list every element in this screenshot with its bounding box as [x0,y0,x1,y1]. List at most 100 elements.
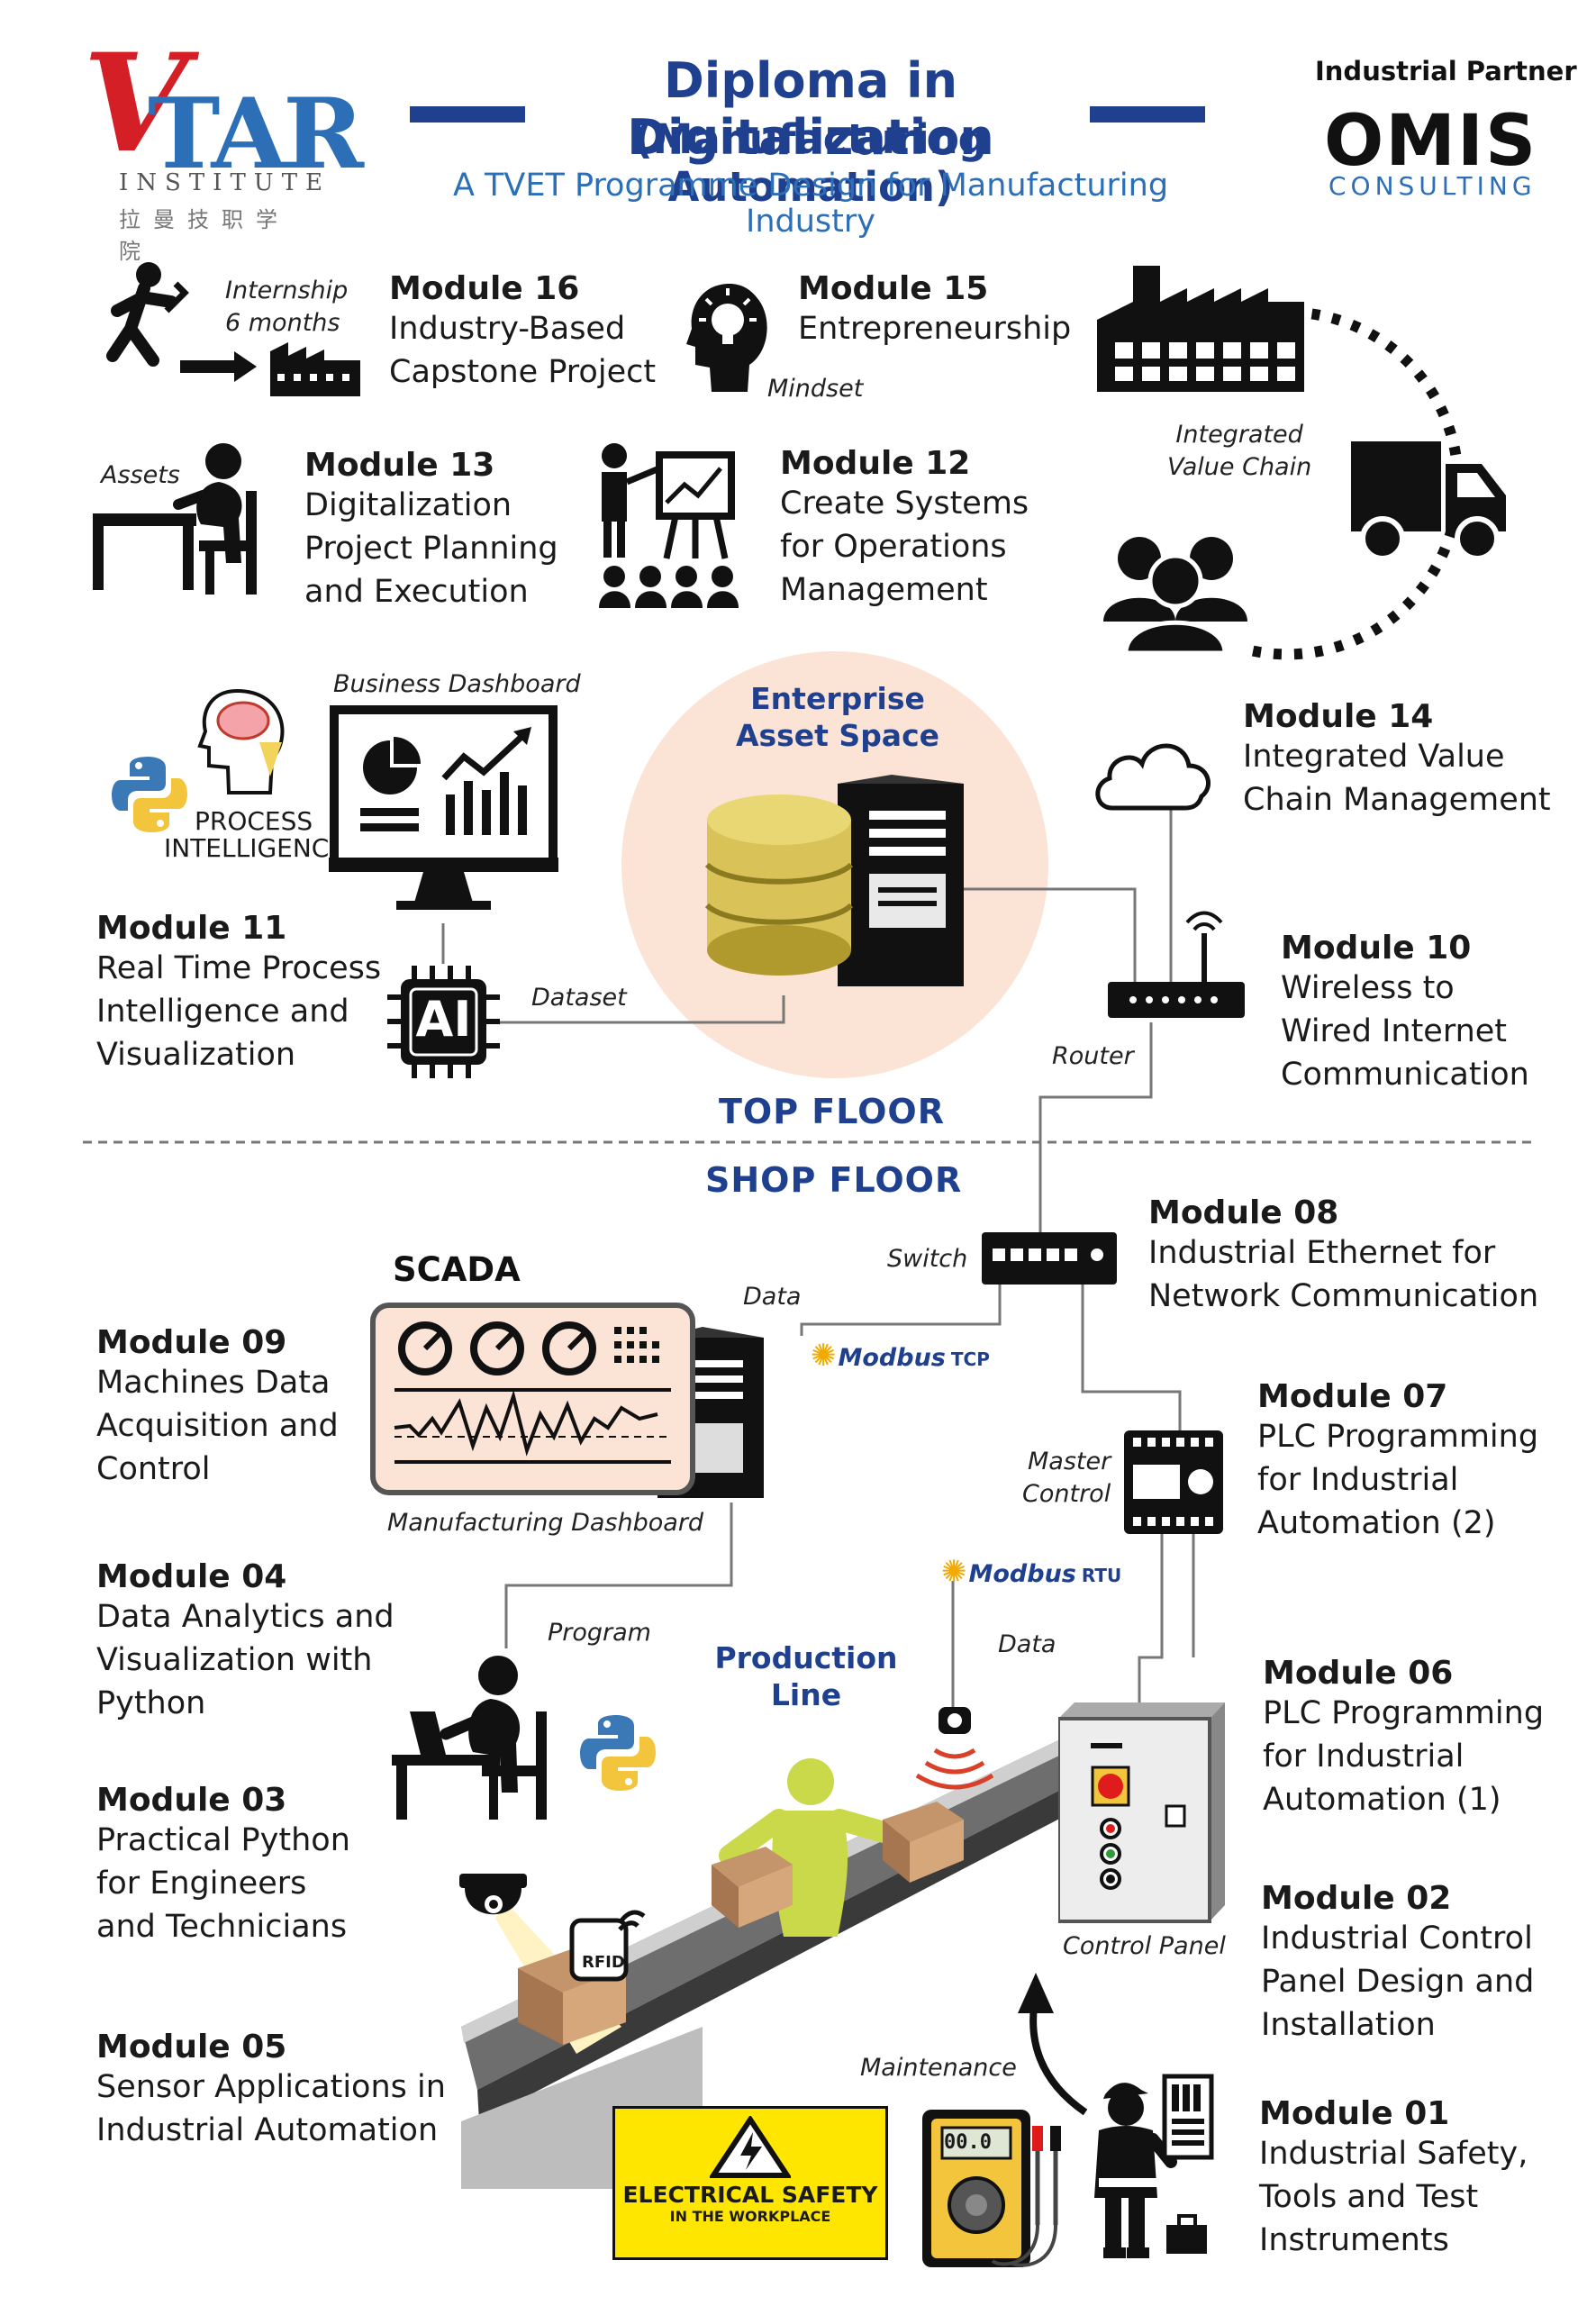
module-10-line-1: Wireless to [1281,970,1455,1007]
value-chain-label: Integrated Value Chain [1167,421,1312,481]
mindset-label: Mindset [767,375,864,403]
module-15-title: Module 15 [798,270,989,307]
module-01-line-3: Instruments [1259,2222,1449,2259]
internship-label: Internship 6 months [225,277,349,337]
value-chain-arc [1144,306,1464,660]
presenter-audience-icon [599,443,739,608]
security-camera-icon [459,1874,527,1915]
factory-icon [1097,266,1304,392]
ai-chip-icon [387,966,500,1078]
module-02-title: Module 02 [1261,1880,1452,1917]
module-11-line-1: Real Time Process [96,950,382,987]
module-09: Module 09 Machines Data Acquisition and … [96,1324,339,1491]
worker-boxes-icon [712,1758,964,1937]
logo-v: V [83,24,188,183]
module-07: Module 07 PLC Programming for Industrial… [1257,1378,1538,1545]
partner-label: Industrial Partner [1315,56,1577,86]
module-10: Module 10 Wireless to Wired Internet Com… [1281,930,1529,1096]
module-02: Module 02 Industrial Control Panel Desig… [1261,1880,1534,2047]
small-factory-icon [270,342,360,396]
python-logo-icon [112,757,187,832]
module-01-title: Module 01 [1259,2095,1450,2132]
module-08-line-1: Industrial Ethernet for [1148,1235,1496,1272]
module-02-line-1: Industrial Control [1261,1920,1533,1957]
maintenance-label: Maintenance [860,2054,1017,2082]
ai-chip-label: AI [415,991,472,1048]
module-16: Module 16 Industry-Based Capstone Projec… [389,270,656,394]
network-switch-icon [982,1232,1117,1285]
module-16-line-2: Capstone Project [389,354,657,391]
module-05-line-1: Sensor Applications in [96,2069,446,2106]
connector-lines [441,793,1195,1711]
module-13-title: Module 13 [304,447,495,484]
scada-label: SCADA [393,1250,521,1289]
rfid-label: RFID [582,1953,625,1972]
module-12: Module 12 Create Systems for Operations … [780,445,1029,612]
module-15: Module 15 Entrepreneurship [798,270,1071,350]
module-13-line-3: and Execution [304,574,529,611]
programmer-desk-icon [392,1656,547,1820]
module-12-line-2: for Operations [780,529,1007,566]
module-03-line-3: and Technicians [96,1909,348,1946]
scada-panel-icon [370,1303,764,1498]
electrical-safety-sign: ELECTRICAL SAFETY IN THE WORKPLACE [612,2106,888,2260]
module-16-title: Module 16 [389,270,580,307]
module-03-line-1: Practical Python [96,1822,350,1859]
module-14: Module 14 Integrated Value Chain Managem… [1243,698,1551,822]
module-06: Module 06 PLC Programming for Industrial… [1263,1655,1544,1821]
program-label: Program [548,1619,651,1647]
module-10-line-3: Communication [1281,1057,1529,1094]
truck-icon [1351,441,1506,561]
page-title: Diploma in Digitalization [627,52,994,166]
header-bar-right [1090,106,1205,123]
module-03-line-2: for Engineers [96,1866,307,1902]
module-01: Module 01 Industrial Safety, Tools and T… [1259,2095,1528,2262]
people-group-icon [1103,537,1247,653]
module-06-title: Module 06 [1263,1655,1454,1692]
module-08-title: Module 08 [1148,1194,1339,1231]
module-03-title: Module 03 [96,1782,287,1819]
module-13-line-1: Digitalization [304,487,512,524]
python-logo-icon-2 [580,1715,656,1791]
page-subtitle: (Manufacturing Automation) [634,115,987,211]
modbus-rtu-star-icon: ✺ [941,1554,967,1590]
module-11-title: Module 11 [96,910,287,947]
router-icon [1108,911,1245,1018]
process-intelligence-label: PROCESS INTELLIGENCE [164,806,346,863]
brain-head-icon [197,688,285,794]
switch-label: Switch [887,1245,968,1273]
module-05-title: Module 05 [96,2029,287,2065]
module-01-line-2: Tools and Test [1259,2179,1479,2216]
module-14-line-2: Chain Management [1243,782,1551,819]
module-13-line-2: Project Planning [304,531,558,567]
module-06-line-1: PLC Programming [1263,1695,1545,1732]
multimeter-icon [922,2110,1061,2267]
module-14-line-1: Integrated Value [1243,739,1505,776]
module-09-line-2: Acquisition and [96,1408,339,1445]
data-label-upper: Data [743,1283,802,1311]
enterprise-asset-space-label: Enterprise Asset Space [735,681,940,753]
manufacturing-dashboard-label: Manufacturing Dashboard [387,1509,704,1537]
header-bar-left [410,106,525,123]
module-10-title: Module 10 [1281,930,1472,967]
control-panel-cabinet-icon [1058,1702,1225,1923]
module-09-line-1: Machines Data [96,1365,331,1402]
electrical-safety-title: ELECTRICAL SAFETY [622,2182,878,2208]
module-07-line-2: for Industrial [1257,1462,1459,1499]
module-12-title: Module 12 [780,445,971,482]
module-11: Module 11 Real Time Process Intelligence… [96,910,381,1076]
module-07-line-3: Automation (2) [1257,1505,1496,1542]
internship-worker-icon [106,262,360,396]
module-04-line-2: Visualization with [96,1642,373,1679]
partner-sub: CONSULTING [1328,171,1537,201]
technician-icon [1094,2074,1214,2258]
module-08-line-2: Network Communication [1148,1278,1539,1315]
assets-label: Assets [101,461,180,489]
shop-floor-label: SHOP FLOOR [705,1160,963,1200]
module-14-title: Module 14 [1243,698,1434,735]
top-floor-label: TOP FLOOR [719,1092,945,1131]
module-12-line-1: Create Systems [780,486,1029,522]
page-tagline: A TVET Programme Design for Manufacturin… [452,168,1169,240]
